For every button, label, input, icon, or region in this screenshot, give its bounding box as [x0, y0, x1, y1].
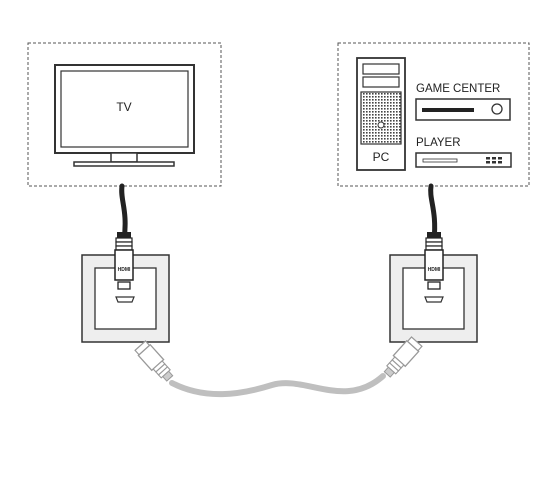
patch-cable — [169, 373, 386, 398]
source-devices-box — [337, 42, 530, 187]
game-center-label: GAME CENTER — [416, 83, 500, 95]
player-label: PLAYER — [416, 137, 461, 149]
pc-label: PC — [373, 150, 390, 164]
media-player-icon — [415, 152, 512, 168]
game-console-icon — [415, 98, 511, 121]
pc-tower-icon — [356, 57, 406, 171]
patch-plug-right — [383, 336, 423, 378]
hdmi-plug-left-label: HDMI — [118, 267, 131, 273]
hdmi-plug-right — [424, 232, 444, 290]
tv-label: TV — [116, 100, 131, 114]
tv-cable — [119, 183, 128, 243]
source-cable — [428, 183, 438, 243]
tv-icon — [54, 64, 195, 167]
patch-plug-left — [134, 340, 174, 382]
hdmi-plug-left — [114, 232, 134, 290]
hdmi-plug-right-label: HDMI — [428, 267, 441, 273]
